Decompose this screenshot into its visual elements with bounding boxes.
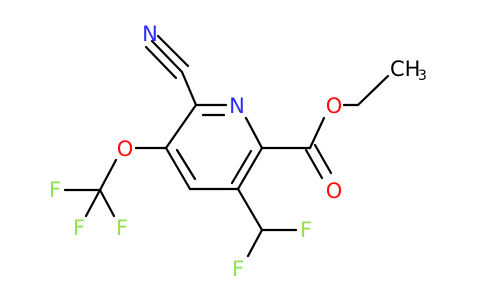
nitrile-bond-3 [156,34,190,68]
chf2-fluorine-right-label: F [300,218,312,242]
cf3-fluorine-bottom-right-label: F [116,216,128,240]
carbonyl-double-bond-2 [313,143,333,175]
cf3-f-bottom-left-bond [84,188,102,218]
chf2-f-bottom-bond [246,228,264,258]
c5-chf2-bond [236,187,264,232]
nitrile-nitrogen-label: N [142,22,158,46]
nitrile-c-ring-bond [180,70,198,107]
ether-o-cf3-bond [98,158,118,192]
ring-bond-n1-c6 [244,116,264,150]
ring-bond-c6-c5 [236,146,264,191]
methyl-carbon-label: CH [390,57,420,81]
carbonyl-double-bond-1 [304,148,324,180]
ring-nitrogen-label: N [229,94,245,118]
ring-bond-c6-c5-inner [230,149,253,185]
cf3-f-bottom-right-bond [98,188,116,218]
nitrile-bond-2 [150,39,184,74]
nitrile-bond-1 [144,45,178,80]
ring-bond-c4-c3 [164,146,192,191]
atom-labels: N N O O O F F F F F CH 3 [49,22,427,281]
bonds [63,34,390,258]
chf2-fluorine-bottom-label: F [232,257,244,281]
carbonyl-ester-o-bond [308,116,326,150]
cf3-fluorine-left-label: F [49,178,61,202]
ring-bond-c3-c2 [164,103,198,150]
ester-oxygen-single-label: O [326,94,343,118]
ether-oxygen-label: O [117,137,134,161]
ch2-ch3-bond [356,74,390,107]
methyl-subscript-label: 3 [418,68,427,84]
cf3-fluorine-bottom-left-label: F [73,216,85,240]
ester-oxygen-double-label: O [326,179,343,203]
ring-bond-c4-c3-inner [175,148,197,181]
